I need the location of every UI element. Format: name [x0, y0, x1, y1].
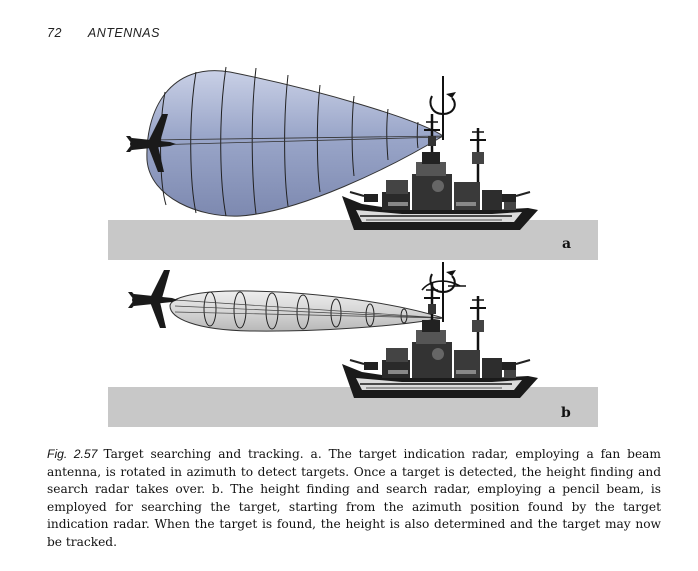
page-header: 72 ANTENNAS [47, 26, 160, 40]
figure-number: Fig. 2.57 [47, 447, 98, 461]
figure: a b [108, 66, 598, 427]
caption-text: Target searching and tracking. a. The ta… [47, 447, 661, 549]
page-number: 72 [47, 26, 62, 40]
elevation-scan-icon [421, 280, 461, 291]
figure-illustration [108, 66, 598, 427]
azimuth-rotation-icon [429, 273, 456, 294]
pencil-beam [169, 290, 444, 332]
panel-label-b: b [561, 405, 571, 421]
panel-b [108, 262, 598, 427]
ship-b [340, 280, 540, 400]
running-title: ANTENNAS [87, 26, 160, 40]
panel-label-a: a [562, 236, 572, 252]
fan-beam-ribs [160, 66, 419, 217]
rotation-arrow-icon [429, 95, 456, 116]
fan-beam [146, 70, 444, 217]
aircraft-b [128, 270, 178, 328]
panel-a [108, 66, 598, 260]
